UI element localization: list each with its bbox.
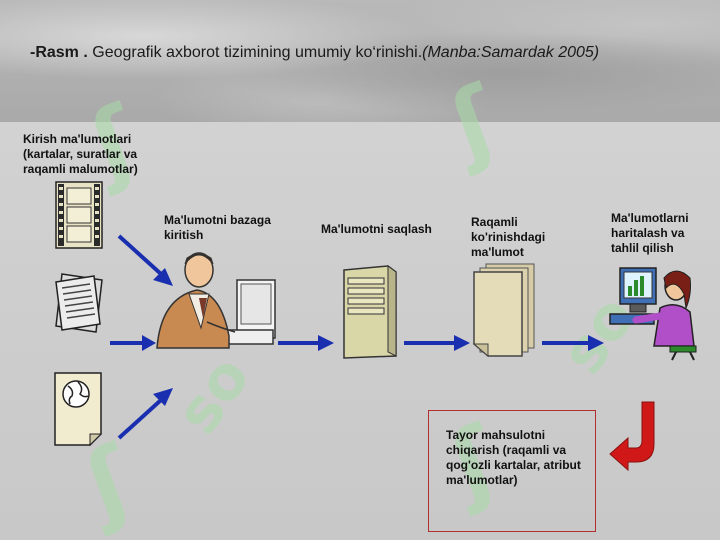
film-strip-icon <box>55 181 103 249</box>
server-tower-icon <box>343 265 397 359</box>
arrow-digital-to-analysis <box>542 335 604 351</box>
arrow-globe-to-entry <box>117 388 173 440</box>
label-input-data: Kirish ma'lumotlari (kartalar, suratlar … <box>23 132 138 176</box>
title-prefix: -Rasm . <box>30 44 88 61</box>
title-text: Geografik axborot tizimining umumiy ko‘r… <box>87 44 423 61</box>
page-title: -Rasm . Geografik axborot tizimining umu… <box>30 44 700 62</box>
globe-document-icon <box>54 372 103 447</box>
title-source: (Manba:Samardak 2005) <box>422 44 600 61</box>
output-box <box>428 410 596 532</box>
woman-at-computer-icon <box>609 267 697 361</box>
header-background <box>0 0 720 122</box>
return-arrow-icon <box>609 401 655 472</box>
label-digital-data: Raqamli ko'rinishdagi ma'lumot <box>471 215 546 259</box>
label-output-product: Tayor mahsulotni chiqarish (raqamli va q… <box>446 428 581 487</box>
arrow-film-to-entry <box>117 234 173 286</box>
arrow-news-to-entry <box>110 335 156 351</box>
document-stack-icon <box>472 263 535 358</box>
label-mapping-analysis: Ma'lumotlarni haritalash va tahlil qilis… <box>611 211 689 255</box>
arrow-entry-to-storage <box>278 335 334 351</box>
operator-at-computer-icon <box>156 252 276 349</box>
label-data-entry: Ma'lumotni bazaga kiritish <box>164 213 271 242</box>
label-data-storage: Ma'lumotni saqlash <box>321 222 432 236</box>
arrow-storage-to-digital <box>404 335 470 351</box>
newspaper-icon <box>55 273 103 333</box>
